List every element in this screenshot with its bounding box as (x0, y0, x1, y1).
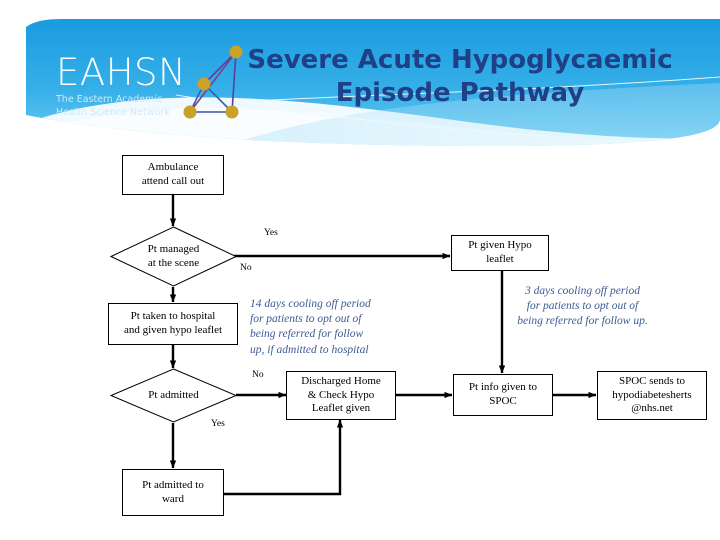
node-discharged-home-label: Discharged Home & Check Hypo Leaflet giv… (301, 374, 381, 415)
node-pt-managed-label: Pt managed at the scene (147, 242, 200, 269)
page-title-line2: Episode Pathway (335, 78, 585, 109)
edge-label-admitted-no: No (252, 370, 264, 380)
node-ambulance[interactable]: Ambulance attend call out (122, 155, 224, 195)
node-pt-admitted-ward[interactable]: Pt admitted to ward (122, 469, 224, 516)
node-pt-admitted-ward-label: Pt admitted to ward (142, 478, 204, 505)
node-spoc-sends-label: SPOC sends to hypodiabetesherts @nhs.net (612, 374, 692, 415)
node-pt-admitted-label: Pt admitted (148, 388, 199, 401)
decision-diamond-shape (110, 368, 237, 423)
decision-diamond-shape (110, 226, 237, 287)
page-title-line1: Severe Acute Hypoglycaemic (247, 45, 673, 75)
network-nodes-icon (183, 45, 243, 119)
page-title: Severe Acute Hypoglycaemic Episode Pathw… (220, 44, 700, 110)
note-14-days-cooling-off: 14 days cooling off period for patients … (250, 298, 371, 356)
edge-label-admitted-yes: Yes (211, 419, 225, 429)
node-pt-info-spoc-label: Pt info given to SPOC (468, 381, 538, 407)
note-3-days-cooling-off: 3 days cooling off period for patients t… (517, 285, 648, 328)
node-ambulance-label: Ambulance attend call out (141, 161, 205, 187)
node-pt-taken-hospital[interactable]: Pt taken to hospital and given hypo leaf… (108, 303, 238, 345)
edge-label-managed-yes: Yes (264, 228, 278, 238)
node-pt-info-spoc[interactable]: Pt info given to SPOC (453, 374, 553, 416)
node-pt-managed[interactable]: Pt managed at the scene (110, 226, 237, 287)
node-pt-given-hypo-leaflet-label: Pt given Hypo leaflet (468, 239, 532, 265)
node-pt-taken-hospital-label: Pt taken to hospital and given hypo leaf… (123, 310, 223, 336)
node-discharged-home[interactable]: Discharged Home & Check Hypo Leaflet giv… (286, 371, 396, 420)
edge-label-managed-no: No (240, 263, 252, 273)
node-pt-admitted[interactable]: Pt admitted (110, 368, 237, 423)
node-pt-given-hypo-leaflet[interactable]: Pt given Hypo leaflet (451, 235, 549, 271)
node-spoc-sends[interactable]: SPOC sends to hypodiabetesherts @nhs.net (597, 371, 707, 420)
banner-graphic (26, 19, 720, 146)
